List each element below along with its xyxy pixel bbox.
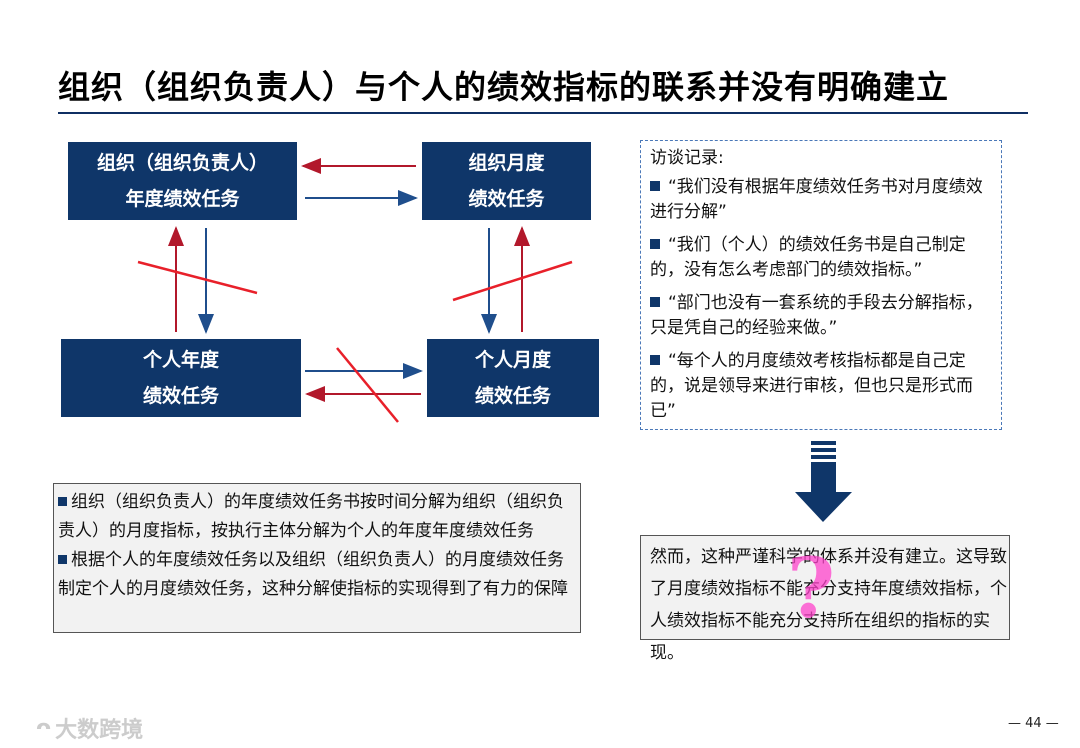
cross-line-right [452, 260, 573, 302]
down-arrow-icon [795, 441, 852, 522]
org-annual-line1: 组织（组织负责人） [96, 152, 268, 174]
conclusion-text: 然而，这种严谨科学的体系并没有建立。这导致了月度绩效指标不能充分支持年度绩效指标… [650, 547, 1007, 663]
org-monthly-line2: 绩效任务 [468, 188, 545, 210]
cross-line-left [137, 260, 258, 295]
bullet-square-icon [650, 297, 660, 307]
watermark-logo-icon: ᴖ [36, 715, 52, 741]
interview-record: 访谈记录: “我们没有根据年度绩效任务书对月度绩效进行分解” “我们（个人）的绩… [650, 146, 990, 432]
summary-item-text: 根据个人的年度绩效任务以及组织（组织负责人）的月度绩效任务制定个人的月度绩效任务… [58, 550, 568, 599]
interview-quote: “每个人的月度绩效考核指标都是自己定的，说是领导来进行审核，但也只是形式而已” [650, 349, 990, 424]
question-mark-icon: ? [787, 541, 836, 637]
page-number: — 44 — [1008, 716, 1059, 731]
org-annual-box: 组织（组织负责人） 年度绩效任务 [68, 142, 297, 220]
page-title: 组织（组织负责人）与个人的绩效指标的联系并没有明确建立 [58, 68, 950, 106]
bullet-square-icon [58, 497, 67, 506]
interview-quote: “我们（个人）的绩效任务书是自己制定的，没有怎么考虑部门的绩效指标。” [650, 233, 990, 283]
summary-item: 组织（组织负责人）的年度绩效任务书按时间分解为组织（组织负责人）的月度指标，按执… [58, 488, 573, 546]
bullet-square-icon [58, 555, 67, 564]
org-monthly-line1: 组织月度 [468, 152, 545, 174]
bullet-square-icon [650, 355, 660, 365]
personal-annual-box: 个人年度 绩效任务 [61, 339, 301, 417]
interview-header: 访谈记录: [650, 148, 724, 168]
interview-quote: “我们没有根据年度绩效任务书对月度绩效进行分解” [650, 175, 990, 225]
summary-item-text: 组织（组织负责人）的年度绩效任务书按时间分解为组织（组织负责人）的月度指标，按执… [58, 492, 564, 541]
org-monthly-box: 组织月度 绩效任务 [422, 142, 591, 220]
personal-monthly-line2: 绩效任务 [474, 385, 551, 407]
summary-frame [53, 483, 581, 633]
summary-item: 根据个人的年度绩效任务以及组织（组织负责人）的月度绩效任务制定个人的月度绩效任务… [58, 546, 573, 604]
cross-line-bottom [336, 347, 399, 423]
personal-monthly-line1: 个人月度 [474, 349, 551, 371]
quote-text: “我们（个人）的绩效任务书是自己制定的，没有怎么考虑部门的绩效指标。” [650, 235, 966, 280]
interview-frame [640, 140, 1002, 430]
interview-quote: “部门也没有一套系统的手段去分解指标，只是凭自己的经验来做。” [650, 291, 990, 341]
personal-annual-line2: 绩效任务 [142, 385, 219, 407]
org-annual-line2: 年度绩效任务 [125, 188, 240, 210]
summary-text: 组织（组织负责人）的年度绩效任务书按时间分解为组织（组织负责人）的月度指标，按执… [58, 488, 573, 604]
quote-text: “我们没有根据年度绩效任务书对月度绩效进行分解” [650, 177, 983, 222]
personal-monthly-box: 个人月度 绩效任务 [427, 339, 599, 417]
quote-text: “每个人的月度绩效考核指标都是自己定的，说是领导来进行审核，但也只是形式而已” [650, 351, 973, 421]
watermark-text: 大数跨境 [55, 718, 144, 743]
quote-text: “部门也没有一套系统的手段去分解指标，只是凭自己的经验来做。” [650, 293, 983, 338]
bullet-square-icon [650, 181, 660, 191]
bullet-square-icon [650, 239, 660, 249]
conclusion-frame [640, 535, 1010, 640]
personal-annual-line1: 个人年度 [142, 349, 219, 371]
watermark: ᴖ 大数跨境 [36, 712, 143, 744]
title-underline [58, 112, 1028, 114]
